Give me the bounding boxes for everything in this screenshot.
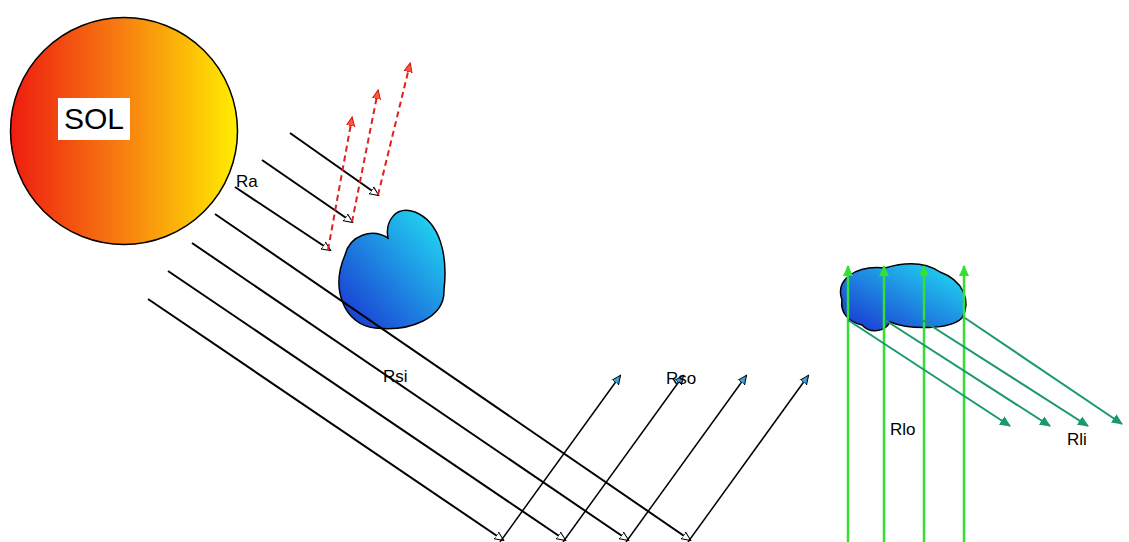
radiation-label: Rso <box>666 369 696 389</box>
radiation-label: Rlo <box>890 420 916 440</box>
radiation-label: Rsi <box>383 367 408 387</box>
sun-circle: SOL <box>9 16 239 246</box>
sun-label: SOL <box>58 98 130 140</box>
radiation-label: Ra <box>236 172 258 192</box>
radiation-label: Rli <box>1067 430 1087 450</box>
